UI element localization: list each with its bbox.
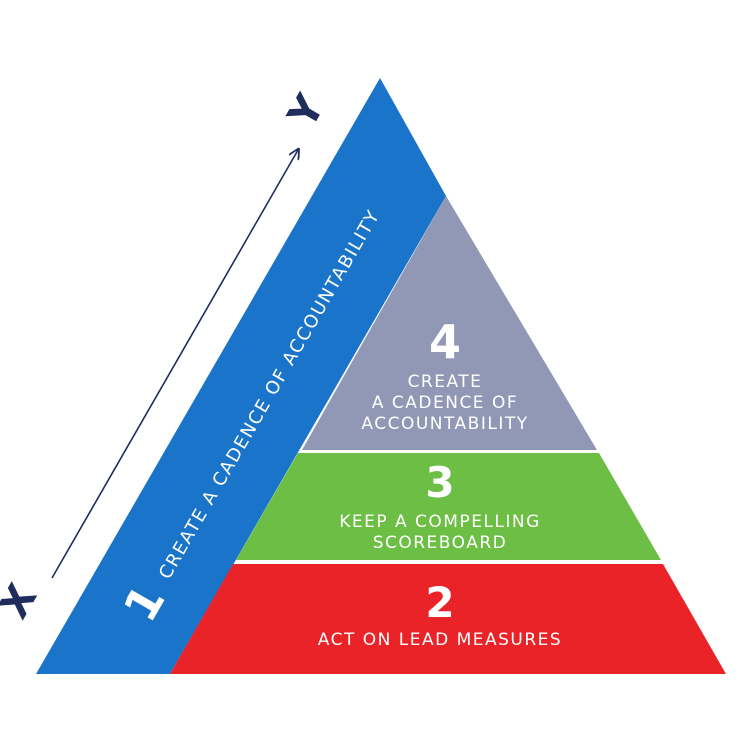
level-3-band bbox=[236, 453, 661, 560]
level-3-label-line-1: KEEP A COMPELLING bbox=[339, 512, 541, 532]
level-3-label-line-2: SCOREBOARD bbox=[373, 533, 508, 553]
level-4-label-line-2: A CADENCE OF bbox=[372, 393, 518, 413]
level-2-number: 2 bbox=[425, 578, 454, 627]
level-4-band bbox=[302, 196, 597, 450]
level-2-label: ACT ON LEAD MEASURES bbox=[318, 630, 562, 650]
level-3-number: 3 bbox=[425, 458, 454, 507]
level-4-number: 4 bbox=[429, 315, 461, 369]
level-2-band bbox=[170, 564, 726, 674]
level-4-label-line-1: CREATE bbox=[408, 372, 483, 392]
axis-start-label: X bbox=[0, 577, 46, 627]
level-4-label-line-3: ACCOUNTABILITY bbox=[361, 414, 528, 434]
axis-end-label: Y bbox=[279, 87, 334, 137]
x-to-y-arrow bbox=[51, 150, 298, 579]
level-1-band bbox=[36, 78, 446, 674]
